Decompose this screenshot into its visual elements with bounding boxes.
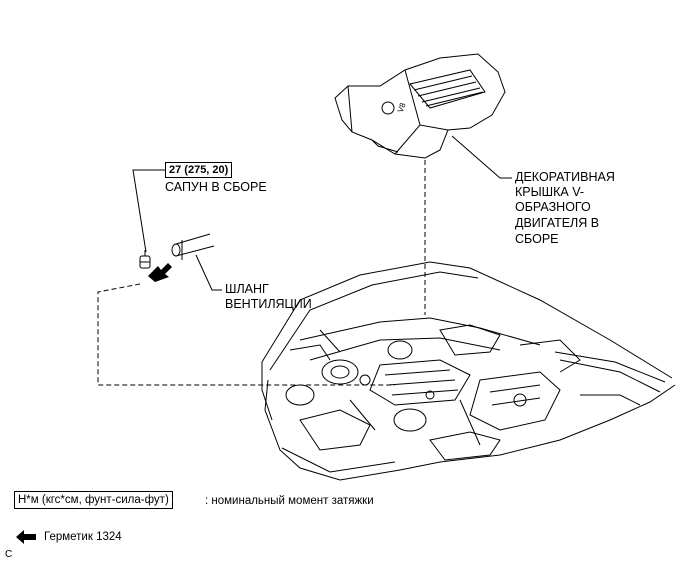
sealant-legend-arrow-icon [16,530,36,544]
hose-leader-line [195,254,222,291]
cover-label-line-2: КРЫШКА V- [515,185,585,199]
cover-label-line-5: СБОРЕ [515,232,559,246]
svg-text:V8: V8 [396,101,408,114]
sealant-application-arrow-icon [148,263,172,282]
cover-label-line-3: ОБРАЗНОГО [515,200,591,214]
torque-spec-box: 27 (275, 20) [165,162,233,178]
engine-cover-drawing: V8 [334,53,506,159]
cover-leader-line [451,135,512,179]
torque-legend-box: Н*м (кгс*см, фунт-сила-фут) [14,491,173,509]
breather-leader-line [132,169,165,253]
torque-value: 27 (275, 20) [169,164,229,176]
hose-label-line-2: ВЕНТИЛЯЦИИ [225,297,312,311]
figure-code: C [5,549,13,560]
breather-drawing [139,250,151,269]
engine-compartment-drawing [261,261,676,481]
sealant-legend-label: Герметик 1324 [44,531,122,543]
cover-label-line-1: ДЕКОРАТИВНАЯ [515,170,615,184]
ventilation-hose-drawing [171,233,215,260]
torque-legend-description: : номинальный момент затяжки [205,495,374,507]
cover-label-line-4: ДВИГАТЕЛЯ В [515,216,600,230]
breather-label: САПУН В СБОРЕ [165,180,267,194]
breather-dashed-line [97,283,395,386]
hose-label-line-1: ШЛАНГ [225,282,269,296]
